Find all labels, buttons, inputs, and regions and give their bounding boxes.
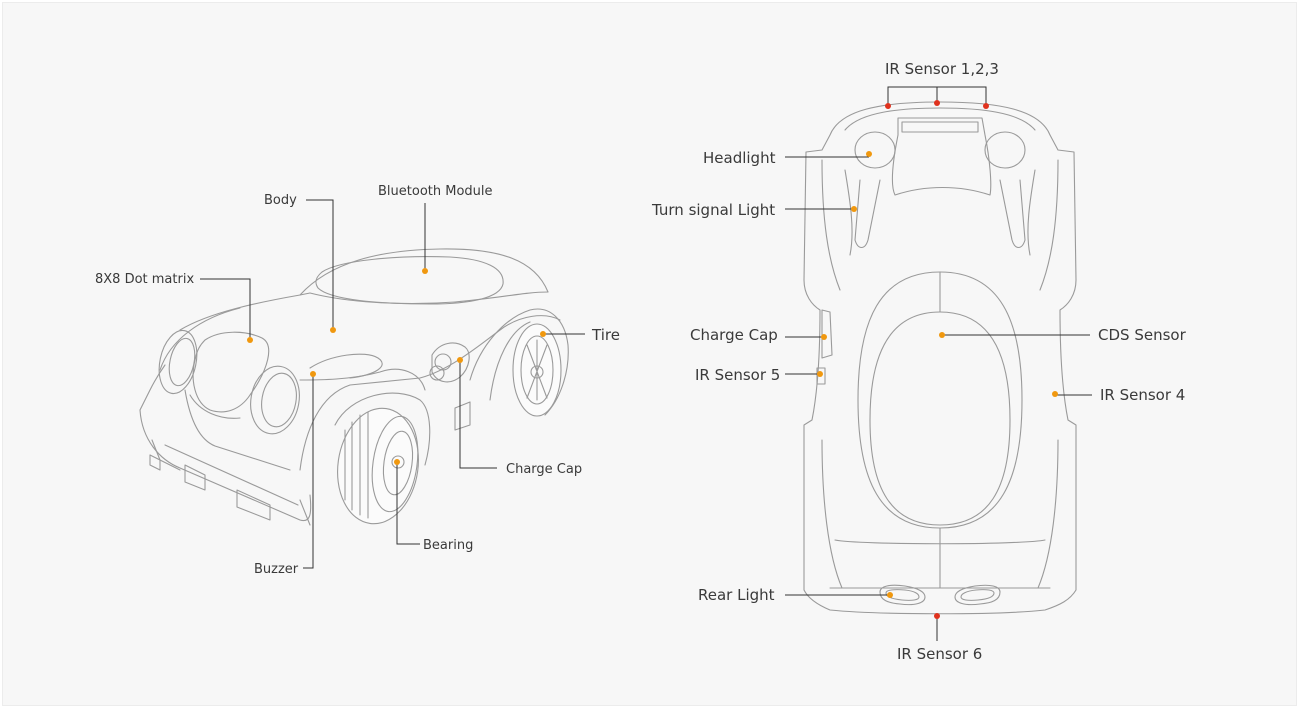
top-view-car: [803, 101, 1077, 615]
label-buzzer: Buzzer: [254, 562, 299, 577]
dot-ir-sensor-4: [1052, 391, 1058, 397]
label-body: Body: [264, 193, 297, 208]
label-cds-sensor: CDS Sensor: [1098, 326, 1187, 344]
dot-ir-sensor-1: [885, 103, 891, 109]
perspective-leaders: [200, 199, 585, 569]
dot-ir-sensor-6: [934, 613, 940, 619]
label-bluetooth: Bluetooth Module: [378, 184, 493, 199]
dot-tire: [540, 331, 546, 337]
dot-bearing: [394, 459, 400, 465]
dot-headlight: [866, 151, 872, 157]
dot-dot-matrix: [247, 337, 253, 343]
top-view-dots: [817, 100, 1058, 619]
dot-cds-sensor: [939, 332, 945, 338]
label-dot-matrix: 8X8 Dot matrix: [95, 272, 194, 287]
dot-buzzer: [310, 371, 316, 377]
label-tire: Tire: [591, 326, 620, 344]
dot-body: [330, 327, 336, 333]
label-rear-light: Rear Light: [698, 586, 775, 604]
label-ir-sensor-123: IR Sensor 1,2,3: [885, 60, 999, 78]
dot-ir-sensor-2: [934, 100, 940, 106]
label-ir-sensor-5: IR Sensor 5: [695, 366, 780, 384]
perspective-car: [139, 248, 569, 526]
dot-turn-signal: [851, 206, 857, 212]
label-headlight: Headlight: [703, 149, 776, 167]
label-bearing: Bearing: [423, 538, 473, 553]
dot-charge-cap: [457, 357, 463, 363]
label-turn-signal: Turn signal Light: [651, 201, 775, 219]
label-ir-sensor-6: IR Sensor 6: [897, 645, 982, 663]
perspective-dots: [247, 268, 546, 465]
label-ir-sensor-4: IR Sensor 4: [1100, 386, 1185, 404]
dot-charge-cap-top: [821, 334, 827, 340]
label-charge-cap-left: Charge Cap: [506, 462, 582, 477]
label-charge-cap-right: Charge Cap: [690, 326, 778, 344]
dot-ir-sensor-3: [983, 103, 989, 109]
dot-ir-sensor-5: [817, 371, 823, 377]
dot-bluetooth: [422, 268, 428, 274]
top-view-leaders: [785, 86, 1092, 641]
dot-rear-light: [887, 592, 893, 598]
